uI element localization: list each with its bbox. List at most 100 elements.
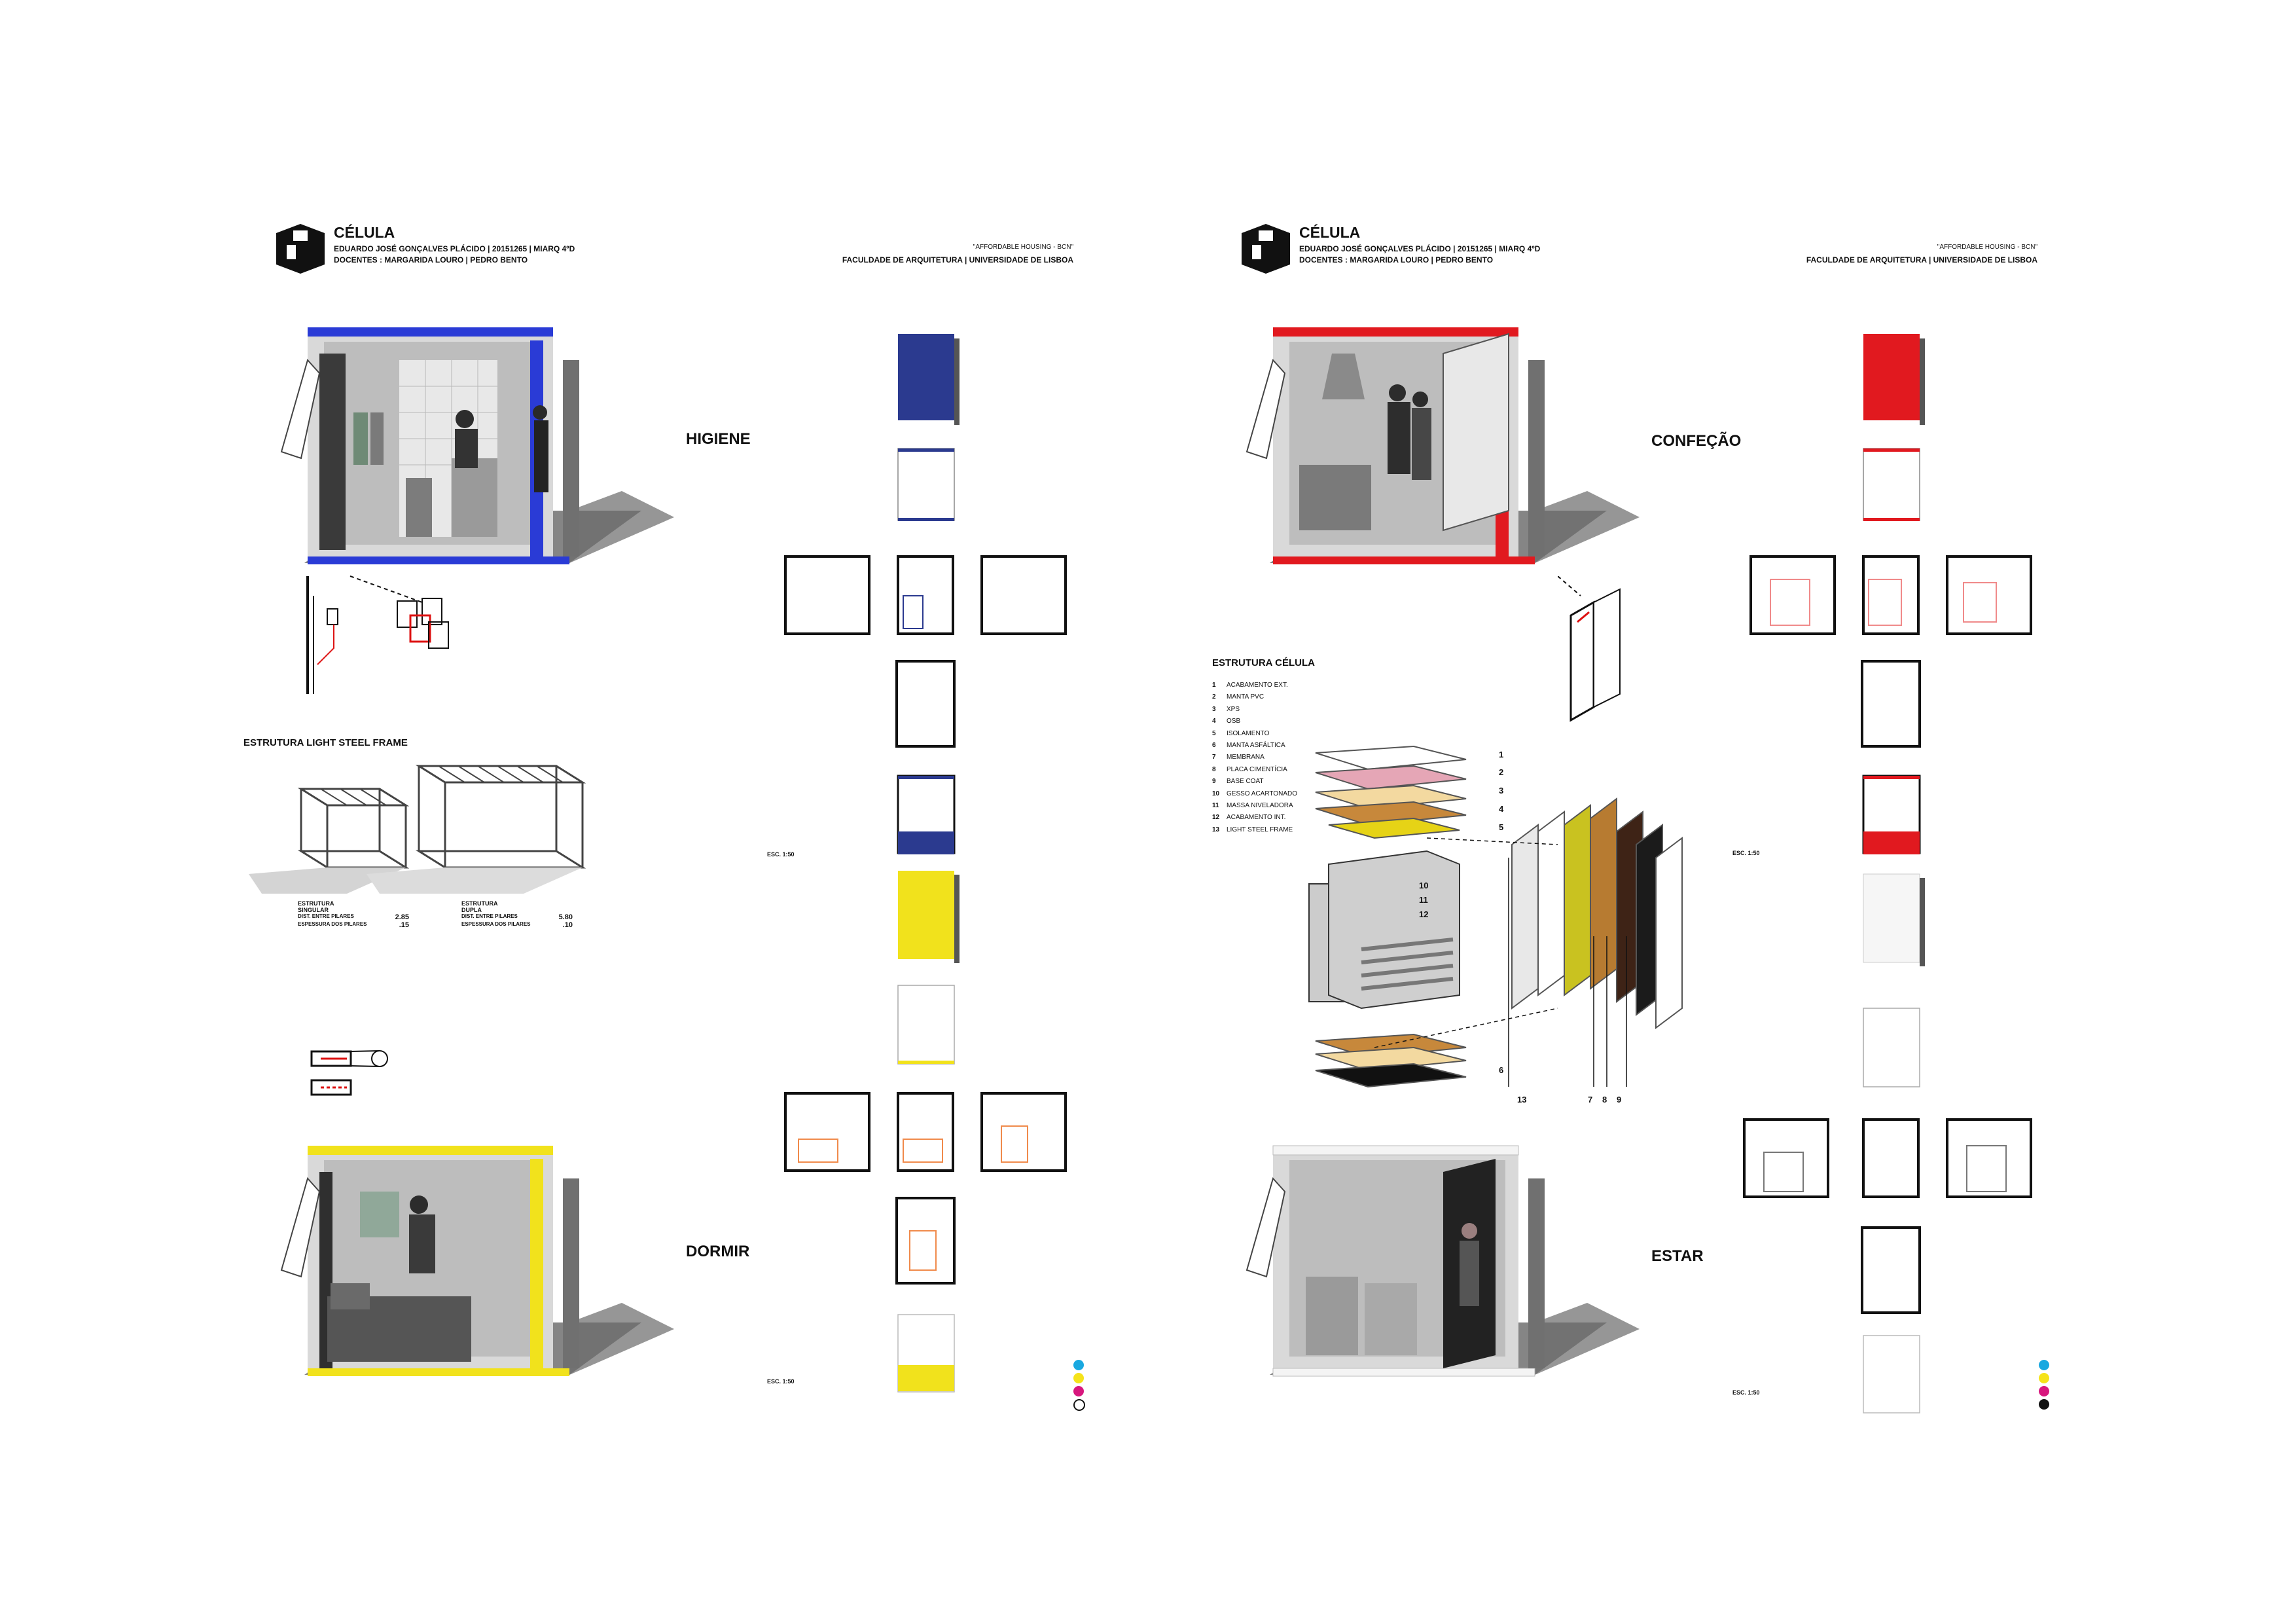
steel-single-kind: SINGULAR: [298, 907, 329, 913]
layer-name: LIGHT STEEL FRAME: [1227, 826, 1293, 833]
legend-dot-white: [1073, 1399, 1085, 1411]
steel-double-row2-value: .10: [562, 921, 573, 929]
layer-name: MANTA PVC: [1227, 693, 1265, 701]
layer-legend-row: 5 ISOLAMENTO: [1212, 728, 1297, 740]
layer-legend-row: 3 XPS: [1212, 704, 1297, 716]
dormir-module-axonometric: [280, 1146, 674, 1376]
layer-callout: 5: [1499, 822, 1504, 832]
steel-single-name: ESTRUTURA: [298, 900, 334, 907]
structure-title: ESTRUTURA CÉLULA: [1212, 657, 1315, 668]
legend-dot-black: [2039, 1399, 2049, 1410]
author-line: EDUARDO JOSÉ GONÇALVES PLÁCIDO | 2015126…: [334, 244, 575, 253]
higiene-module-axonometric: [280, 327, 674, 564]
layer-legend-row: 13 LIGHT STEEL FRAME: [1212, 824, 1297, 836]
layer-callout: 13: [1517, 1095, 1527, 1104]
layer-callout: 11: [1419, 895, 1428, 905]
scale-confecao: ESC. 1:50: [1732, 850, 1760, 856]
plumbing-detail: [306, 575, 449, 694]
layer-number: 9: [1212, 778, 1216, 786]
color-legend: [1073, 1360, 1085, 1411]
layer-number: 13: [1212, 826, 1220, 833]
steel-double-row1-label: DIST. ENTRE PILARES: [461, 913, 518, 919]
layer-callout: 2: [1499, 767, 1504, 777]
layer-callout: 10: [1419, 881, 1429, 890]
faculty-line: FACULDADE DE ARQUITETURA | UNIVERSIDADE …: [1806, 255, 2037, 264]
steel-double-name: ESTRUTURA: [461, 900, 498, 907]
scale-higiene: ESC. 1:50: [767, 851, 795, 858]
project-line: "AFFORDABLE HOUSING - BCN": [1937, 244, 2037, 251]
legend-dot-cyan: [2039, 1360, 2049, 1370]
steel-frame-title: ESTRUTURA LIGHT STEEL FRAME: [243, 737, 408, 748]
legend-dot-magenta: [2039, 1386, 2049, 1396]
layer-callout: 12: [1419, 909, 1429, 919]
legend-dot-magenta: [1073, 1386, 1084, 1396]
layer-name: PLACA CIMENTÍCIA: [1227, 765, 1287, 773]
layer-name: ACABAMENTO INT.: [1227, 814, 1286, 822]
layer-name: XPS: [1227, 705, 1240, 713]
layer-callout: 8: [1602, 1095, 1607, 1104]
higiene-orthographic-set: [784, 334, 1067, 854]
layer-callout: 1: [1499, 750, 1504, 759]
color-legend: [2039, 1360, 2049, 1410]
panel-hinge-detail: [1558, 576, 1621, 722]
layer-legend-row: 9 BASE COAT: [1212, 776, 1297, 788]
layer-legend-row: 6 MANTA ASFÁLTICA: [1212, 740, 1297, 752]
estar-orthographic-set: [1743, 873, 2032, 1413]
steel-single-legend: ESTRUTURA SINGULAR DIST. ENTRE PILARES 2…: [298, 900, 409, 929]
layer-number: 5: [1212, 729, 1216, 737]
layer-name: ISOLAMENTO: [1227, 729, 1270, 737]
layer-callout: 4: [1499, 804, 1504, 814]
steel-single-row1-value: 2.85: [395, 913, 409, 921]
steel-single-row2-label: ESPESSURA DOS PILARES: [298, 921, 367, 927]
confecao-module-axonometric: [1246, 327, 1640, 564]
cube-logo-icon: [276, 224, 325, 274]
scale-estar: ESC. 1:50: [1732, 1389, 1760, 1396]
confecao-orthographic-set: [1749, 334, 2032, 854]
teachers-line: DOCENTES : MARGARIDA LOURO | PEDRO BENTO: [1299, 255, 1494, 264]
layer-name: MANTA ASFÁLTICA: [1227, 742, 1285, 750]
layer-legend-row: 7 MEMBRANA: [1212, 752, 1297, 763]
legend-dot-yellow: [1073, 1373, 1084, 1383]
layer-number: 3: [1212, 705, 1216, 713]
author-line: EDUARDO JOSÉ GONÇALVES PLÁCIDO | 2015126…: [1299, 244, 1541, 253]
steel-double-legend: ESTRUTURA DUPLA DIST. ENTRE PILARES 5.80…: [461, 900, 573, 929]
layer-callout: 3: [1499, 786, 1504, 795]
layer-number: 10: [1212, 790, 1220, 797]
legend-dot-cyan: [1073, 1360, 1084, 1370]
project-line: "AFFORDABLE HOUSING - BCN": [973, 244, 1073, 251]
layer-name: MASSA NIVELADORA: [1227, 802, 1293, 810]
legend-dot-yellow: [2039, 1373, 2049, 1383]
estar-module-axonometric: [1246, 1145, 1640, 1377]
steel-single-row1-label: DIST. ENTRE PILARES: [298, 913, 354, 919]
layer-name: MEMBRANA: [1227, 754, 1265, 761]
steel-frame-drawing: [249, 765, 586, 894]
steel-double-kind: DUPLA: [461, 907, 482, 913]
label-dormir: DORMIR: [686, 1243, 750, 1260]
scale-dormir: ESC. 1:50: [767, 1378, 795, 1385]
layer-legend-row: 11 MASSA NIVELADORA: [1212, 800, 1297, 812]
label-higiene: HIGIENE: [686, 430, 751, 448]
layer-number: 6: [1212, 742, 1216, 750]
layer-number: 11: [1212, 802, 1219, 810]
layer-number: 7: [1212, 754, 1216, 761]
teachers-line: DOCENTES : MARGARIDA LOURO | PEDRO BENTO: [334, 255, 528, 264]
layer-number: 4: [1212, 718, 1216, 725]
layer-name: BASE COAT: [1227, 778, 1264, 786]
layer-callout: 7: [1588, 1095, 1593, 1104]
pipe-detail: [310, 1050, 388, 1096]
cube-logo-icon: [1242, 224, 1290, 274]
layer-name: OSB: [1227, 718, 1241, 725]
sheet-title: CÉLULA: [1299, 224, 1361, 241]
label-confecao: CONFEÇÃO: [1651, 432, 1742, 450]
layer-legend-row: 2 MANTA PVC: [1212, 691, 1297, 703]
layer-name: ACABAMENTO EXT.: [1227, 682, 1288, 689]
steel-double-row2-label: ESPESSURA DOS PILARES: [461, 921, 531, 927]
exploded-wall-axonometric: [1308, 745, 1683, 1088]
layer-legend-row: 4 OSB: [1212, 716, 1297, 727]
layer-number: 2: [1212, 693, 1216, 701]
